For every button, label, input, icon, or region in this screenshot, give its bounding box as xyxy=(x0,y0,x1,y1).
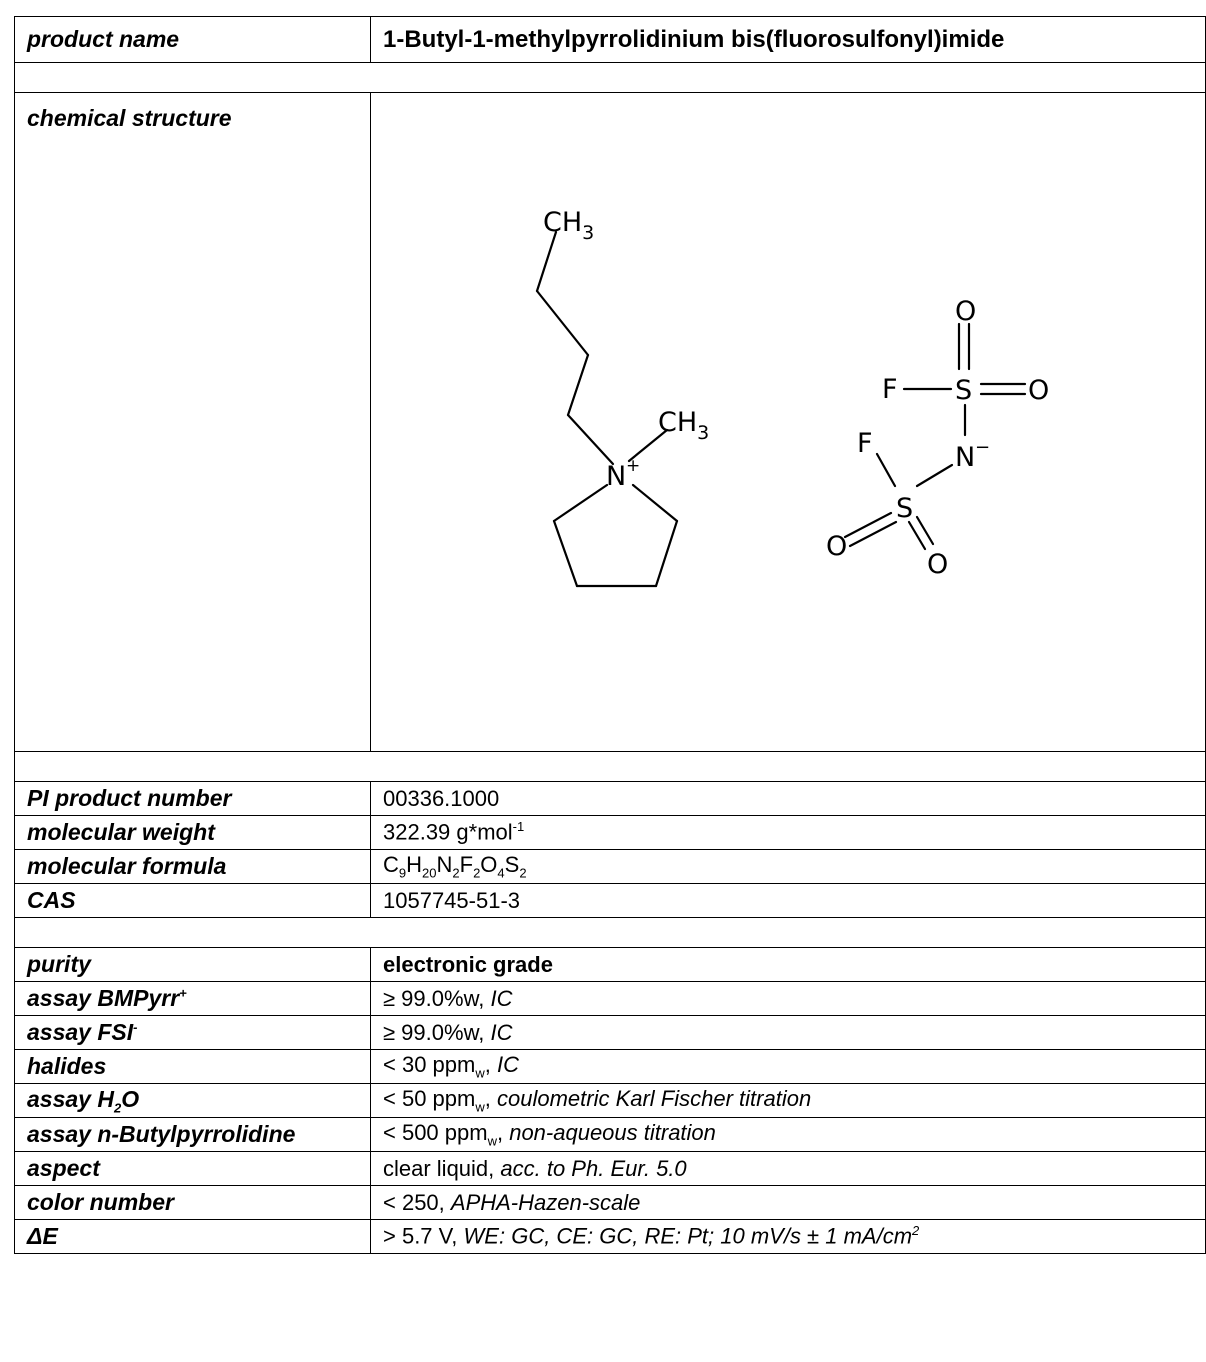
atom-n-anion: N xyxy=(955,442,975,473)
molecular-weight-value: 322.39 g*mol-1 xyxy=(370,815,1206,850)
atom-n-cation: N xyxy=(606,461,626,492)
assay-cation-label: assay BMPyrr+ xyxy=(14,981,371,1016)
assay-water-row: assay H2O < 50 ppmw, coulometric Karl Fi… xyxy=(14,1083,1206,1118)
electrochemical-window-label: ΔE xyxy=(14,1219,371,1254)
assay-base-row: assay n-Butylpyrrolidine < 500 ppmw, non… xyxy=(14,1117,1206,1152)
cas-label: CAS xyxy=(14,883,371,918)
electrochemical-window-row: ΔE > 5.7 V, WE: GC, CE: GC, RE: Pt; 10 m… xyxy=(14,1219,1206,1254)
atom-n-anion-charge: − xyxy=(975,437,990,458)
assay-water-value: < 50 ppmw, coulometric Karl Fischer titr… xyxy=(370,1083,1206,1118)
spacer-row xyxy=(14,62,1206,93)
aspect-value: clear liquid, acc. to Ph. Eur. 5.0 xyxy=(370,1151,1206,1186)
molecular-formula-value: C9H20N2F2O4S2 xyxy=(370,849,1206,884)
chemical-structure-label: chemical structure xyxy=(14,92,371,752)
pi-number-row: PI product number 00336.1000 xyxy=(14,781,1206,816)
aspect-row: aspect clear liquid, acc. to Ph. Eur. 5.… xyxy=(14,1151,1206,1186)
atom-o2: O xyxy=(1028,375,1049,406)
color-number-row: color number < 250, APHA-Hazen-scale xyxy=(14,1185,1206,1220)
assay-cation-row: assay BMPyrr+ ≥ 99.0%w, IC xyxy=(14,981,1206,1016)
atom-n-cation-charge: + xyxy=(626,456,640,476)
color-number-label: color number xyxy=(14,1185,371,1220)
spacer-row xyxy=(14,751,1206,782)
molecular-weight-row: molecular weight 322.39 g*mol-1 xyxy=(14,815,1206,850)
product-name-row: product name 1-Butyl-1-methylpyrrolidini… xyxy=(14,16,1206,63)
color-number-value: < 250, APHA-Hazen-scale xyxy=(370,1185,1206,1220)
atom-ch3-top: CH3 xyxy=(543,207,594,244)
pi-number-label: PI product number xyxy=(14,781,371,816)
assay-cation-value: ≥ 99.0%w, IC xyxy=(370,981,1206,1016)
atom-s2: S xyxy=(896,493,913,524)
structure-drawing: CH3 CH3 N + O F S O F N − S O O xyxy=(371,93,1205,733)
halides-row: halides < 30 ppmw, IC xyxy=(14,1049,1206,1084)
purity-row: purity electronic grade xyxy=(14,947,1206,982)
pi-number-value: 00336.1000 xyxy=(370,781,1206,816)
assay-anion-label: assay FSI- xyxy=(14,1015,371,1050)
atom-s1: S xyxy=(955,375,972,406)
atom-o1: O xyxy=(955,296,976,327)
structure-atoms: CH3 CH3 N + O F S O F N − S O O xyxy=(543,207,1049,580)
product-name-label: product name xyxy=(14,16,371,63)
molecular-formula-label: molecular formula xyxy=(14,849,371,884)
atom-o3: O xyxy=(826,531,847,562)
aspect-label: aspect xyxy=(14,1151,371,1186)
purity-label: purity xyxy=(14,947,371,982)
chemical-structure-cell: CH3 CH3 N + O F S O F N − S O O xyxy=(370,92,1206,752)
assay-water-label: assay H2O xyxy=(14,1083,371,1118)
structure-bonds xyxy=(535,230,1027,588)
atom-ch3-methyl: CH3 xyxy=(658,407,709,444)
product-spec-table: product name 1-Butyl-1-methylpyrrolidini… xyxy=(14,16,1206,1254)
molecular-formula-row: molecular formula C9H20N2F2O4S2 xyxy=(14,849,1206,884)
cas-row: CAS 1057745-51-3 xyxy=(14,883,1206,918)
assay-anion-value: ≥ 99.0%w, IC xyxy=(370,1015,1206,1050)
atom-f2: F xyxy=(857,428,873,459)
assay-base-value: < 500 ppmw, non-aqueous titration xyxy=(370,1117,1206,1152)
chemical-structure-row: chemical structure xyxy=(14,92,1206,752)
molecule-structure-diagram: CH3 CH3 N + O F S O F N − S O O xyxy=(535,207,1049,588)
atom-f1: F xyxy=(882,374,898,405)
atom-o4: O xyxy=(927,549,948,580)
assay-base-label: assay n-Butylpyrrolidine xyxy=(14,1117,371,1152)
product-name-value: 1-Butyl-1-methylpyrrolidinium bis(fluoro… xyxy=(370,16,1206,63)
halides-label: halides xyxy=(14,1049,371,1084)
cas-value: 1057745-51-3 xyxy=(370,883,1206,918)
spacer-row xyxy=(14,917,1206,948)
molecular-weight-label: molecular weight xyxy=(14,815,371,850)
halides-value: < 30 ppmw, IC xyxy=(370,1049,1206,1084)
purity-value: electronic grade xyxy=(370,947,1206,982)
assay-anion-row: assay FSI- ≥ 99.0%w, IC xyxy=(14,1015,1206,1050)
electrochemical-window-value: > 5.7 V, WE: GC, CE: GC, RE: Pt; 10 mV/s… xyxy=(370,1219,1206,1254)
